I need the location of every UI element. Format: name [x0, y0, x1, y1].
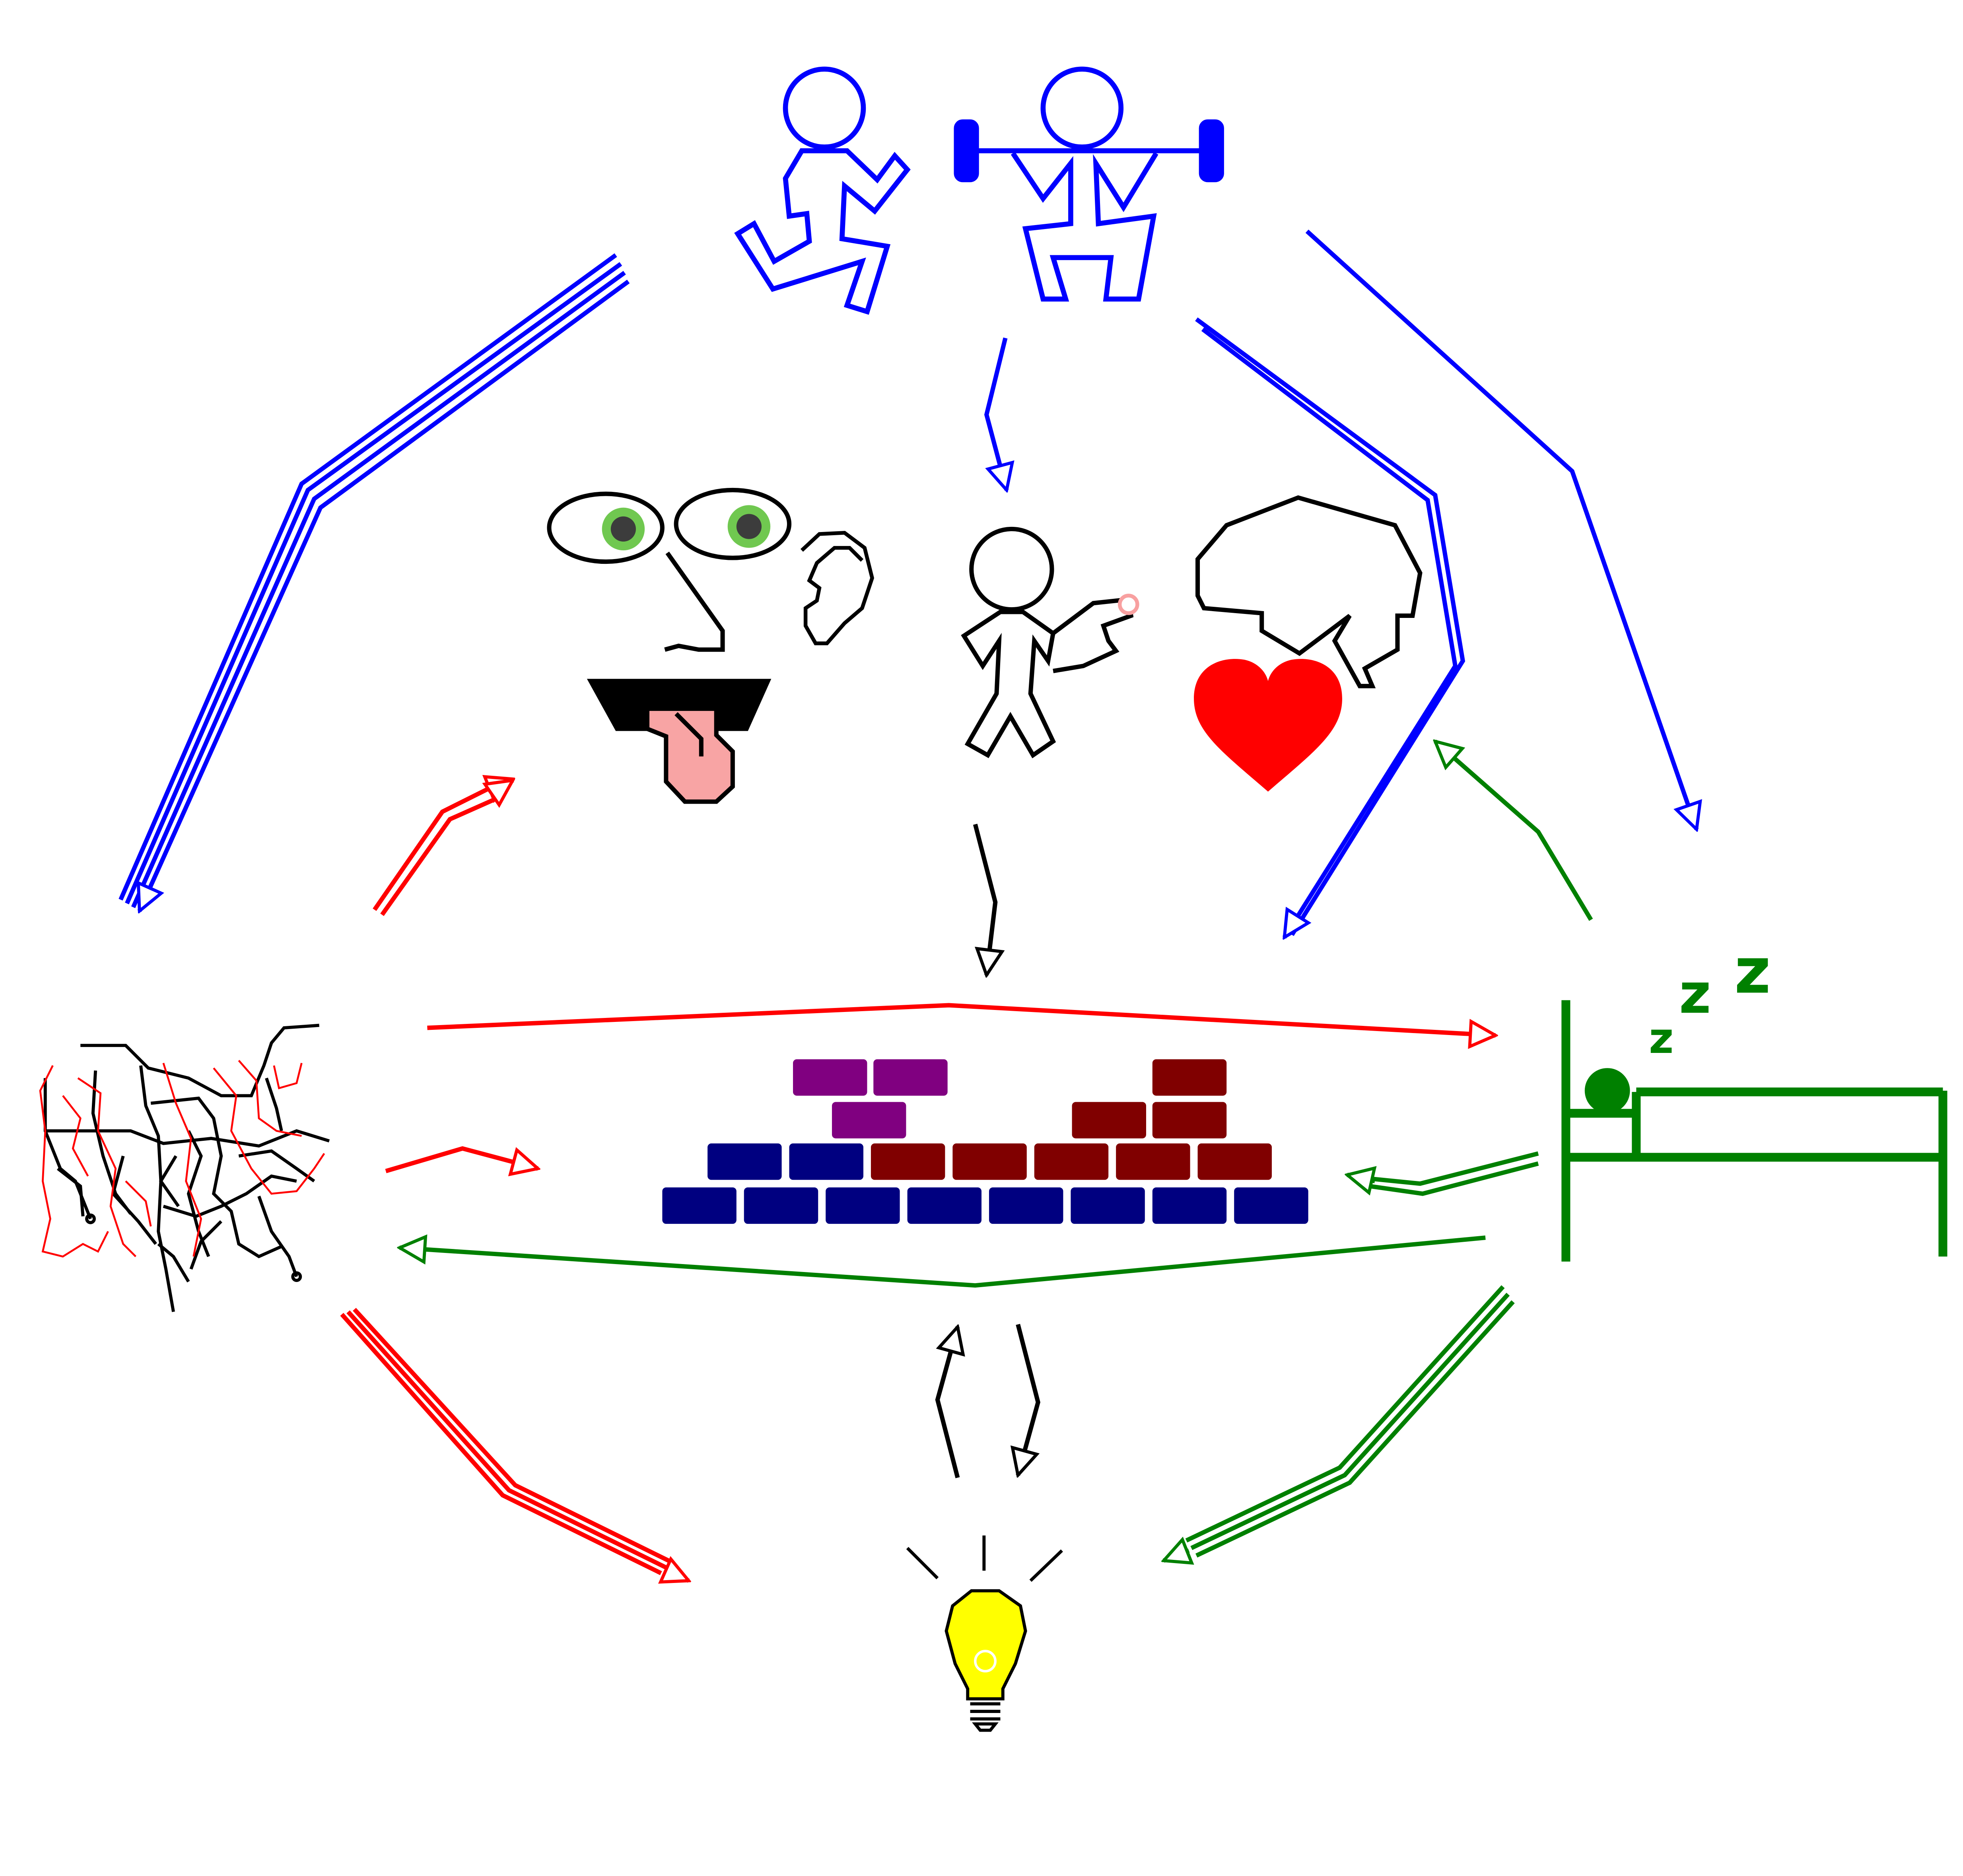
edge-exercise-to-touch: [984, 337, 1007, 490]
brick-2: [1152, 1059, 1227, 1096]
heart-icon: [1194, 659, 1342, 792]
brick-13: [662, 1187, 737, 1224]
edge-sleep-to-knowledge: [1369, 1151, 1539, 1196]
edge-exercise-to-sleep: [1305, 229, 1697, 829]
neural-map-icon: [39, 1023, 330, 1312]
edge-insight-to-knowledge: [935, 1327, 958, 1478]
brick-6: [707, 1143, 782, 1180]
sleep-z-letters-icon: z z z: [1649, 934, 1771, 1063]
brick-8: [871, 1143, 945, 1180]
edge-sleep-to-neural-map: [400, 1238, 1486, 1288]
brick-4: [1072, 1102, 1146, 1139]
sleep-z-large: z: [1734, 934, 1771, 1008]
edge-sleep-to-emotion: [1435, 741, 1593, 921]
brick-18: [1071, 1187, 1145, 1224]
exercise-icon: [734, 66, 1224, 315]
brain-icon: [1195, 495, 1423, 688]
edge-neural-map-to-sleep: [427, 1003, 1495, 1035]
brick-3: [832, 1102, 906, 1139]
brick-15: [826, 1187, 900, 1224]
sleep-z-small: z: [1649, 1014, 1674, 1063]
brick-1: [873, 1059, 948, 1096]
brick-19: [1152, 1187, 1227, 1224]
brick-5: [1152, 1102, 1227, 1139]
sleep-z-medium: z: [1679, 961, 1711, 1026]
weightlifter-figure-icon: [954, 66, 1224, 302]
brick-10: [1034, 1143, 1109, 1180]
senses-face-icon: [547, 487, 875, 804]
brick-7: [789, 1143, 863, 1180]
brick-14: [744, 1187, 818, 1224]
touch-person-icon: [961, 526, 1139, 759]
mouth-icon: [587, 679, 772, 731]
edge-neural-map-to-knowledge: [385, 1146, 538, 1171]
edge-touch-to-knowledge: [973, 823, 995, 975]
brick-17: [989, 1187, 1063, 1224]
insight-light-bulb-icon: [906, 1535, 1063, 1732]
edge-exercise-to-neural-map: [119, 253, 630, 911]
brick-0: [793, 1059, 867, 1096]
ear-icon: [800, 531, 875, 645]
edge-knowledge-to-insight: [1018, 1324, 1040, 1475]
edge-neural-map-to-senses: [373, 779, 513, 916]
edge-sleep-to-insight: [1185, 1285, 1515, 1558]
pointing-hand-icon: [1051, 597, 1134, 673]
brick-12: [1197, 1143, 1272, 1180]
edge-neural-map-to-insight: [340, 1308, 675, 1575]
brick-20: [1234, 1187, 1308, 1224]
running-figure-icon: [734, 66, 911, 315]
emotion-icon: [1194, 495, 1423, 792]
brick-16: [907, 1187, 982, 1224]
brick-11: [1116, 1143, 1190, 1180]
brick-9: [952, 1143, 1027, 1180]
nose-icon: [664, 552, 725, 652]
sleep-bed-icon: [1561, 1000, 1947, 1262]
edge-exercise-to-knowledge: [1195, 317, 1465, 938]
tongue-icon: [645, 706, 735, 804]
knowledge-brick-wall-icon: [662, 1059, 1308, 1224]
edge-arrows: [119, 229, 1697, 1581]
sleeper-head-icon: [1584, 1068, 1630, 1113]
